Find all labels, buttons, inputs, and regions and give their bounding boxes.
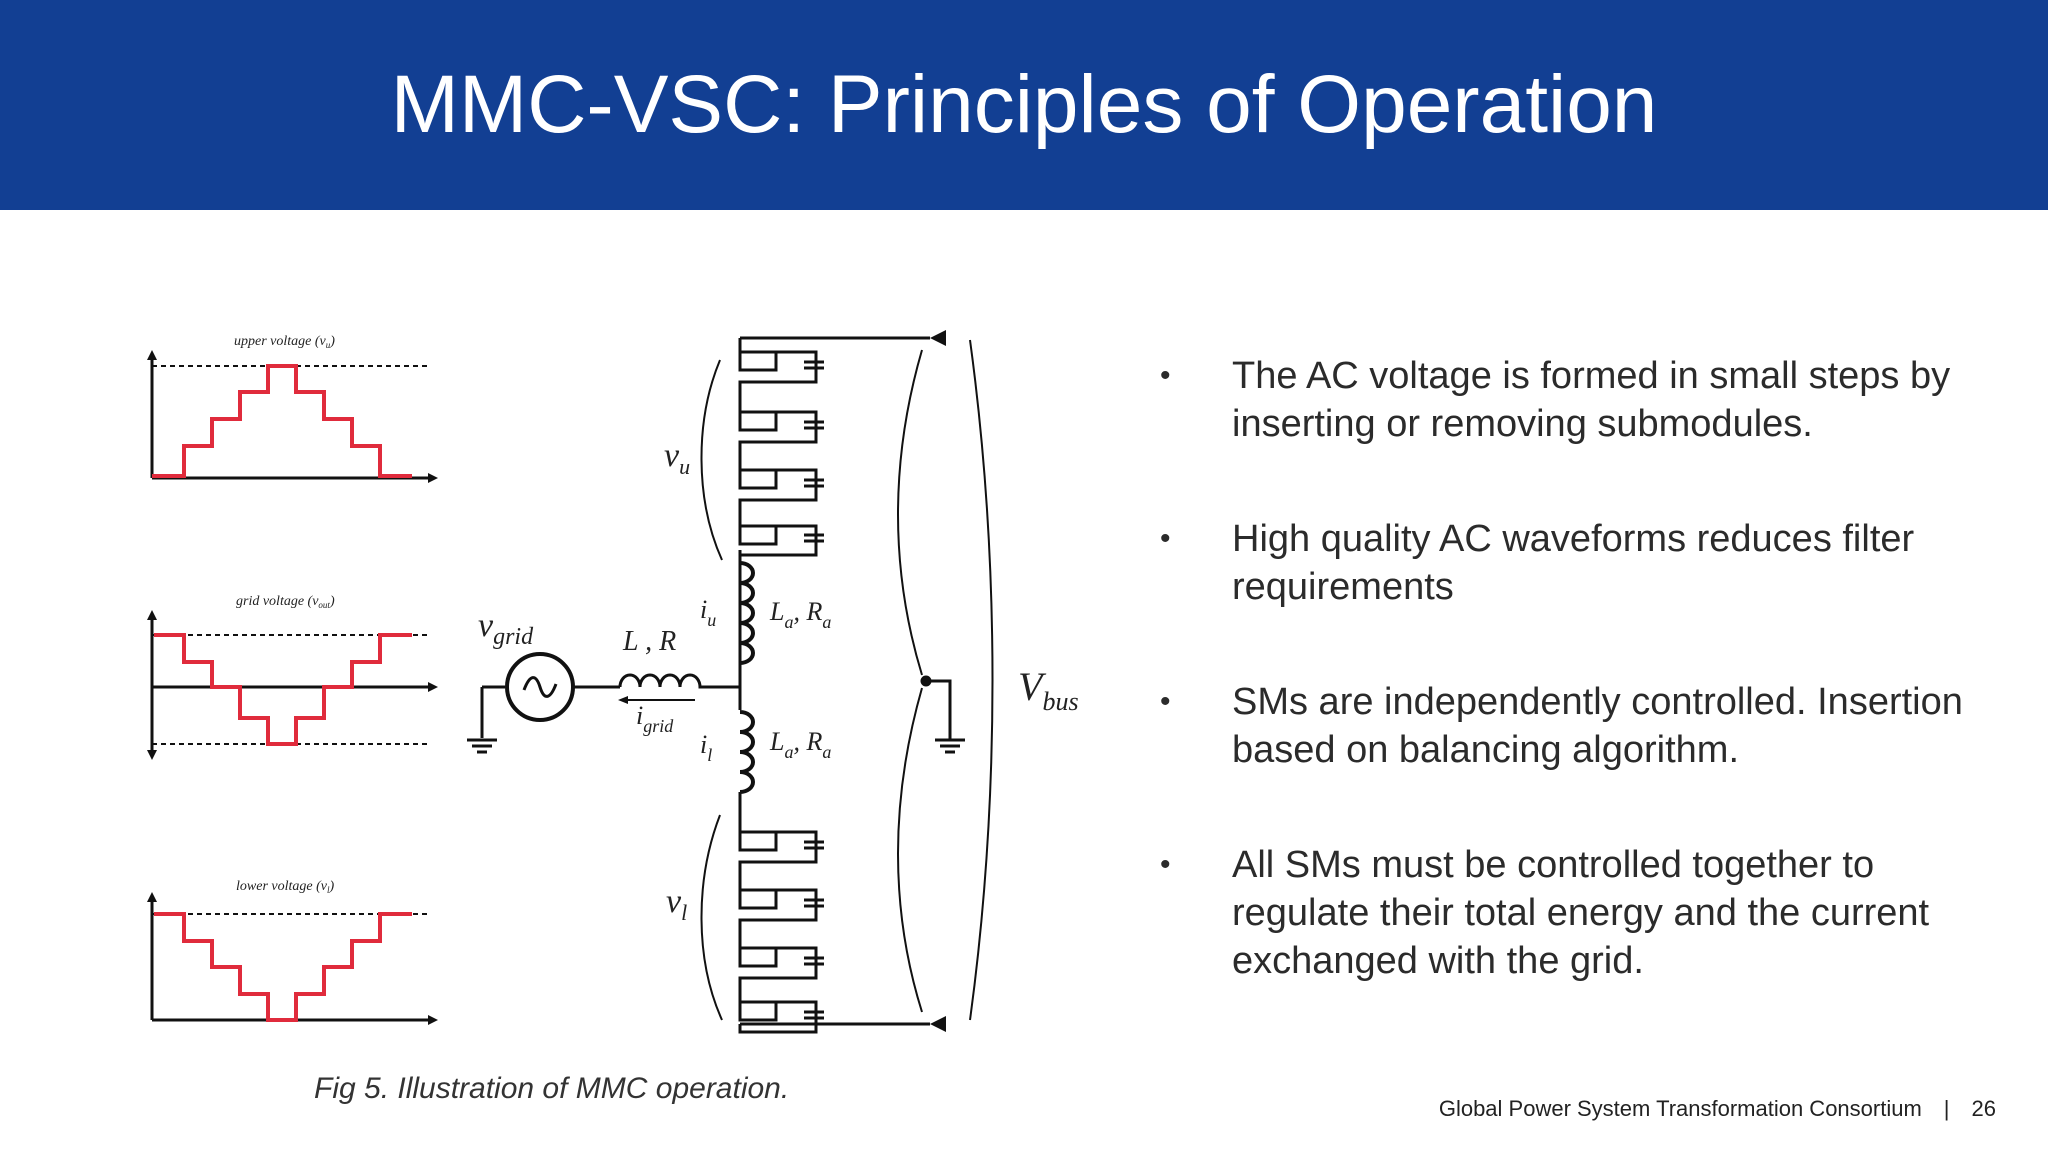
bullet-item: • The AC voltage is formed in small step… [1160, 352, 2020, 448]
bullet-text: The AC voltage is formed in small steps … [1232, 355, 1951, 445]
lower-voltage-label: lower voltage (vl) [236, 879, 335, 895]
lower-y-arrow [147, 892, 157, 902]
lr-label: L , R [622, 626, 676, 657]
lower-voltage-plot: lower voltage (vl) [147, 879, 438, 1025]
footer-org: Global Power System Transformation Conso… [1438, 1096, 1922, 1121]
bullet-marker: • [1160, 522, 1171, 555]
lower-submodule-stack [738, 820, 824, 1034]
bullet-marker: • [1160, 359, 1171, 392]
bullet-text: All SMs must be controlled together to r… [1232, 844, 1930, 982]
upper-voltage-label: upper voltage (vu) [234, 334, 335, 350]
upper-arm-inductor-icon [739, 561, 755, 665]
title-bar [0, 0, 2048, 210]
v-bus-label: Vbus [1018, 664, 1079, 716]
mmc-diagram: upper voltage (vu) grid voltage (vout) l… [147, 330, 1079, 1034]
lower-bus-arc [897, 687, 923, 1013]
bullet-item: • High quality AC waveforms reduces filt… [1160, 515, 2020, 611]
upper-y-arrow [147, 350, 157, 360]
grid-x-arrow [428, 682, 438, 692]
v-grid-label: vgrid [478, 607, 534, 650]
bullet-item: • All SMs must be controlled together to… [1160, 841, 2020, 985]
grid-y-arrow-down [147, 750, 157, 760]
page-number: 26 [1971, 1096, 1996, 1121]
upper-terminal-icon [930, 330, 946, 346]
i-grid-label: igrid [636, 701, 674, 736]
v-u-label: vu [664, 437, 690, 479]
upper-bus-arc [897, 349, 923, 676]
bullet-marker: • [1160, 848, 1171, 881]
footer: Global Power System Transformation Conso… [1439, 1096, 1996, 1122]
v-l-label: vl [666, 883, 687, 925]
lower-staircase-waveform [154, 912, 412, 1022]
v-u-arc [700, 359, 723, 561]
bullet-marker: • [1160, 685, 1171, 718]
i-l-label: il [700, 730, 712, 765]
mmc-circuit [467, 330, 994, 1034]
lower-x-arrow [428, 1015, 438, 1025]
upper-x-arrow [428, 473, 438, 483]
grid-voltage-plot: grid voltage (vout) [147, 594, 438, 760]
grid-voltage-label: grid voltage (vout) [236, 594, 335, 610]
upper-submodule-stack [738, 338, 824, 557]
upper-voltage-plot: upper voltage (vu) [147, 334, 438, 483]
footer-separator: | [1943, 1096, 1950, 1121]
upper-staircase-waveform [152, 364, 412, 478]
bullet-text: SMs are independently controlled. Insert… [1232, 681, 1963, 771]
grid-staircase-waveform [154, 633, 412, 746]
lower-terminal-icon [930, 1016, 946, 1032]
lower-arm-inductor-icon [739, 710, 755, 794]
figure-caption: Fig 5. Illustration of MMC operation. [314, 1072, 790, 1105]
la-ra-lower-label: La, Ra [769, 727, 831, 762]
slide-title: MMC-VSC: Principles of Operation [390, 59, 1658, 150]
bullet-item: • SMs are independently controlled. Inse… [1160, 678, 2020, 774]
v-bus-arc [969, 339, 994, 1021]
bullet-list: • The AC voltage is formed in small step… [1160, 352, 2020, 1052]
la-ra-upper-label: La, Ra [769, 597, 831, 632]
grid-y-arrow-up [147, 610, 157, 620]
grid-inductor-icon [618, 673, 740, 689]
i-u-label: iu [700, 595, 716, 630]
bullet-text: High quality AC waveforms reduces filter… [1232, 518, 1915, 608]
v-l-arc [700, 814, 723, 1021]
